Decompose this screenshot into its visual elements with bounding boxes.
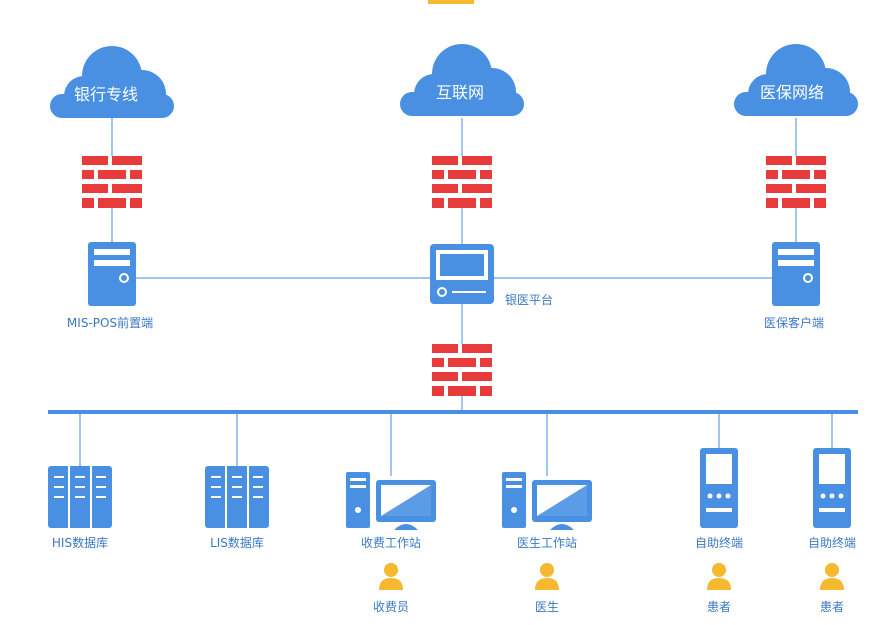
device-label-his: HIS数据库 [51,536,109,550]
firewall-icon-platform [432,344,492,396]
person-label-cashier: 收费员 [372,600,410,614]
firewall-icon-internet [432,156,492,208]
cloud-label-insurance: 医保网络 [759,83,825,102]
firewall-icon-bank [82,156,142,208]
device-label-kiosk-1: 自助终端 [694,536,744,550]
device-label-kiosk-2: 自助终端 [807,536,857,550]
server-label-insurance-client: 医保客户端 [763,316,825,330]
database-icon-his [48,466,112,528]
server-label-platform: 银医平台 [505,293,554,307]
workstation-icon-doctor [502,472,592,530]
patient-icon-1 [707,563,731,590]
connection-lines [79,118,833,476]
device-label-doctor-ws: 医生工作站 [516,536,578,550]
cloud-icon-insurance [734,44,858,116]
cashier-icon [379,563,403,590]
person-label-patient-2: 患者 [819,600,845,614]
device-label-charge-ws: 收费工作站 [360,536,422,550]
platform-server-icon [430,244,494,304]
kiosk-icon-2 [813,448,851,528]
person-label-patient-1: 患者 [706,600,732,614]
database-icon-lis [205,466,269,528]
top-tab [428,0,474,4]
cloud-label-internet: 互联网 [435,83,485,102]
server-icon-insurance-client [771,241,821,307]
server-label-mispos: MIS-POS前置端 [66,316,154,330]
workstation-icon-charge [346,472,436,530]
device-label-lis: LIS数据库 [210,536,264,550]
kiosk-icon-1 [700,448,738,528]
person-label-doctor: 医生 [534,600,560,614]
cloud-icon-bank [50,46,174,118]
patient-icon-2 [820,563,844,590]
cloud-label-bank: 银行专线 [73,85,139,104]
server-icon-mispos [87,241,137,307]
cloud-icon-internet [400,44,524,116]
firewall-icon-insurance [766,156,826,208]
doctor-icon [535,563,559,590]
